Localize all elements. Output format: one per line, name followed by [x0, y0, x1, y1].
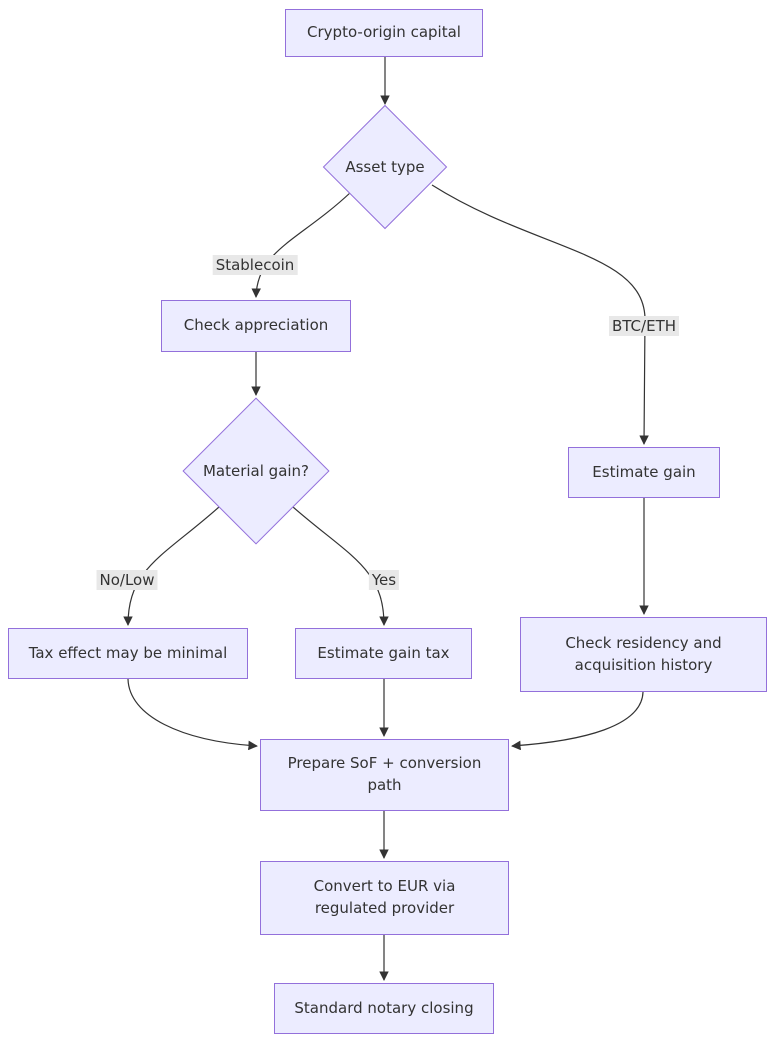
- node-label: Tax effect may be minimal: [28, 643, 228, 662]
- node-check-appreciation: Check appreciation: [161, 300, 351, 352]
- node-estimate-gain-tax: Estimate gain tax: [295, 628, 472, 679]
- node-label: Estimate gain: [592, 462, 696, 481]
- edge-check-residency-to-prepare-sof: [511, 691, 644, 751]
- node-label: Prepare SoF + conversion path: [287, 754, 482, 794]
- node-label: Convert to EUR via regulated provider: [313, 877, 456, 917]
- node-estimate-gain: Estimate gain: [568, 447, 720, 498]
- edge-material-gain-to-tax-minimal: [123, 506, 220, 626]
- node-check-residency: Check residency and acquisition history: [520, 617, 767, 692]
- node-asset-type: Asset type: [322, 104, 448, 230]
- edge-label-stablecoin: Stablecoin: [212, 255, 298, 275]
- edge-tax-minimal-to-prepare-sof: [127, 678, 258, 751]
- node-label: Check residency and acquisition history: [565, 633, 722, 674]
- edge-label-no-low: No/Low: [96, 570, 158, 590]
- edge-label-btc-eth: BTC/ETH: [608, 316, 680, 336]
- edge-asset-type-to-estimate-gain: [431, 184, 649, 445]
- node-material-gain: Material gain?: [182, 397, 330, 545]
- node-standard-notary-closing: Standard notary closing: [274, 983, 494, 1034]
- edge-material-gain-to-estimate-gain-tax: [292, 506, 389, 626]
- node-prepare-sof: Prepare SoF + conversion path: [260, 739, 509, 811]
- node-label: Estimate gain tax: [317, 643, 450, 662]
- node-label: Standard notary closing: [294, 998, 474, 1017]
- edge-asset-type-to-check-appreciation: [251, 191, 352, 298]
- node-label: Material gain?: [202, 462, 310, 480]
- node-convert-eur: Convert to EUR via regulated provider: [260, 861, 509, 935]
- node-label: Check appreciation: [183, 316, 329, 335]
- edge-label-yes: Yes: [368, 570, 400, 590]
- node-label: Crypto-origin capital: [307, 23, 461, 42]
- node-tax-effect-minimal: Tax effect may be minimal: [8, 628, 248, 679]
- node-crypto-origin-capital: Crypto-origin capital: [285, 9, 483, 57]
- node-label: Asset type: [345, 158, 425, 176]
